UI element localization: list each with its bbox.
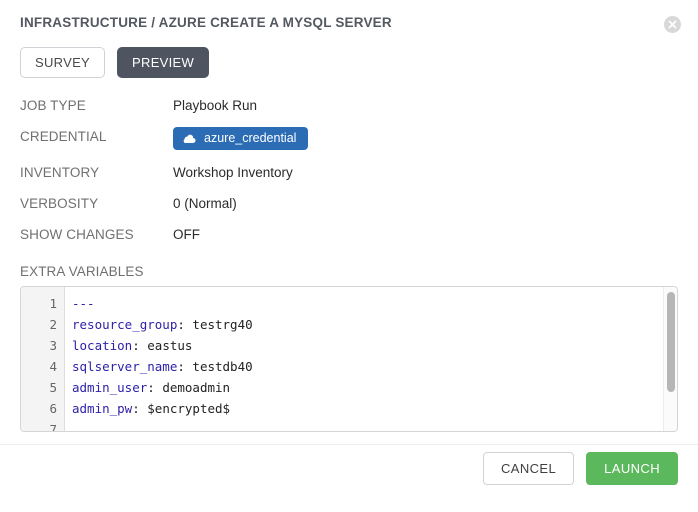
line-number: 5 (49, 380, 57, 395)
detail-value-job-type: Playbook Run (173, 98, 258, 113)
code-token-value: eastus (139, 338, 193, 353)
line-number: 4 (49, 359, 57, 374)
code-token-value: testrg40 (184, 317, 253, 332)
detail-value-credential: azure_credential (173, 127, 309, 150)
tab-preview[interactable]: PREVIEW (117, 47, 210, 78)
code-line: admin_pw: $encrypted$ (72, 398, 677, 419)
job-details: JOB TYPE Playbook Run CREDENTIAL azure_c… (0, 78, 698, 246)
credential-badge[interactable]: azure_credential (173, 127, 309, 150)
detail-value-inventory: Workshop Inventory (173, 165, 293, 180)
code-token-value: demoadmin (154, 380, 231, 395)
code-token-key: sqlserver_name (72, 359, 178, 374)
dialog-footer: CANCEL LAUNCH (0, 444, 698, 512)
cloud-icon (182, 134, 196, 144)
close-icon[interactable] (664, 16, 681, 33)
detail-label-job-type: JOB TYPE (20, 98, 86, 113)
editor-scrollbar[interactable] (663, 287, 677, 431)
cancel-button[interactable]: CANCEL (483, 452, 575, 485)
code-line: location: eastus (72, 335, 677, 356)
detail-label-credential: CREDENTIAL (20, 129, 107, 144)
code-line: --- (72, 293, 677, 314)
detail-label-inventory: INVENTORY (20, 165, 100, 180)
detail-label-verbosity: VERBOSITY (20, 196, 99, 211)
detail-value-show-changes: OFF (173, 227, 200, 242)
dialog-tabs: SURVEY PREVIEW (0, 34, 698, 78)
detail-value-verbosity: 0 (Normal) (173, 196, 237, 211)
tab-survey[interactable]: SURVEY (20, 47, 106, 78)
extra-variables-editor[interactable]: 1 2 3 4 5 6 7 --- resource_group: testrg… (20, 286, 678, 432)
launch-button[interactable]: LAUNCH (586, 452, 678, 485)
detail-row-show-changes: SHOW CHANGES OFF (20, 225, 678, 246)
line-number: 1 (49, 296, 57, 311)
line-number: 2 (49, 317, 57, 332)
code-token-sep: : (132, 401, 140, 416)
editor-code-area[interactable]: --- resource_group: testrg40 location: e… (65, 287, 677, 431)
code-token-sep: : (177, 359, 185, 374)
code-line: resource_group: testrg40 (72, 314, 677, 335)
dialog-header: INFRASTRUCTURE / AZURE CREATE A MYSQL SE… (0, 0, 698, 34)
code-token-sep: : (147, 380, 155, 395)
line-number: 6 (49, 401, 57, 416)
detail-row-credential: CREDENTIAL azure_credential (20, 127, 678, 150)
detail-row-job-type: JOB TYPE Playbook Run (20, 96, 678, 117)
detail-row-inventory: INVENTORY Workshop Inventory (20, 163, 678, 184)
code-token-key: admin_pw (72, 401, 133, 416)
code-token-sep: : (177, 317, 185, 332)
code-line: sqlserver_name: testdb40 (72, 356, 677, 377)
detail-label-show-changes: SHOW CHANGES (20, 227, 134, 242)
code-token-value: $encrypted$ (139, 401, 231, 416)
code-token-value: testdb40 (184, 359, 253, 374)
editor-gutter: 1 2 3 4 5 6 7 (21, 287, 65, 431)
line-number: 7 (49, 422, 57, 432)
extra-variables-label: EXTRA VARIABLES (20, 264, 144, 279)
editor-scrollbar-thumb[interactable] (667, 292, 675, 392)
code-line: admin_user: demoadmin (72, 377, 677, 398)
code-token-sep: : (132, 338, 140, 353)
code-token-key: location (72, 338, 133, 353)
line-number: 3 (49, 338, 57, 353)
detail-row-verbosity: VERBOSITY 0 (Normal) (20, 194, 678, 215)
code-token-key: admin_user (72, 380, 148, 395)
credential-badge-label: azure_credential (204, 131, 297, 145)
page-title: INFRASTRUCTURE / AZURE CREATE A MYSQL SE… (20, 15, 392, 30)
code-token-key: --- (72, 296, 95, 311)
code-token-key: resource_group (72, 317, 178, 332)
